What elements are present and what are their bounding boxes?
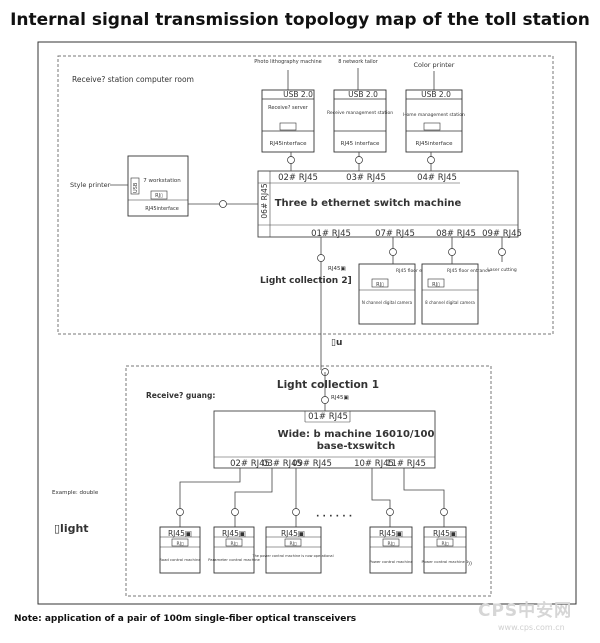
switch-port-label: 02# RJ45 xyxy=(230,459,270,469)
lane-device-name: Power control machine xyxy=(369,559,413,564)
lane-port-icon: RJ▯ xyxy=(290,541,297,547)
device-head-label: Color printer xyxy=(414,61,455,69)
lane-port-label: RJ45▣ xyxy=(433,529,457,538)
lane-port-icon: RJ▯ xyxy=(177,541,184,547)
tail-mark: )) xyxy=(468,561,472,567)
collection1-label: Light collection 1 xyxy=(277,379,379,391)
example-label: Example: double xyxy=(52,490,99,496)
receive-server-device: USB 2.0 Receive? server RJ45interface xyxy=(261,89,315,153)
switch-port-label: 03# RJ45 xyxy=(346,173,386,183)
lane-device-name: Parameter control machine xyxy=(208,557,260,562)
lane-port-icon: RJ▯ xyxy=(388,541,395,547)
switch-port-label: 11# RJ45 xyxy=(386,459,426,469)
link-marker xyxy=(176,508,448,516)
switch-port-label: 09# RJ45 xyxy=(482,229,522,239)
device-head-label: 8 network tailor xyxy=(338,59,379,65)
lane-device-name: Power control machine 1 xyxy=(422,559,470,564)
switch-port-label: 07# RJ45 xyxy=(375,229,415,239)
switch-port-label: 02# RJ45 xyxy=(278,173,318,183)
camera-desc: N channel digital camera xyxy=(362,300,413,305)
camera-port-icon: RJ▯ xyxy=(432,282,440,288)
ellipsis-label: · · · · · · xyxy=(316,512,352,522)
lane-device: RJ45▣ RJ▯ The power control machine is n… xyxy=(251,526,334,574)
usb-label: USB 2.0 xyxy=(421,90,451,99)
camera-port-icon: RJ▯ xyxy=(376,282,384,288)
lane-port-label: RJ45▣ xyxy=(222,529,246,538)
link-marker xyxy=(287,156,435,164)
watermark-url: www.cps.com.cn xyxy=(498,623,565,632)
lane-device: RJ45▣ RJ▯ Road control machine xyxy=(159,526,201,574)
camera-name: RJ45 floor entrance xyxy=(447,268,491,274)
lane-port-icon: RJ▯ xyxy=(442,541,449,547)
port-label: RJ45interface xyxy=(416,141,454,147)
switch-name: Wide: b machine 16010/100 xyxy=(278,429,435,440)
device-name: Receive management station xyxy=(327,110,393,116)
camera-device: RJ45 floor entrance RJ▯ N channel digita… xyxy=(358,263,440,325)
lane-device: RJ45▣ RJ▯ Power control machine 1 xyxy=(422,526,470,574)
switch-port-label: 09# RJ45 xyxy=(292,459,332,469)
workstation-usb: USB xyxy=(133,182,139,193)
home-management-device: USB 2.0 Home management station RJ45inte… xyxy=(403,89,465,153)
workstation-device: USB 7 workstation RJ▯ RJ45interface xyxy=(127,155,189,217)
link-marker xyxy=(321,396,329,404)
footnote: Note: application of a pair of 100m sing… xyxy=(14,614,357,624)
device-head-label: Photo lithography machine xyxy=(254,59,322,65)
lane-device: RJ45▣ RJ▯ Power control machine xyxy=(369,526,413,574)
lane-port-icon: RJ▯ xyxy=(231,541,238,547)
wide-switch: 01# RJ45 Wide: b machine 16010/100 base-… xyxy=(213,410,436,469)
computer-room-area xyxy=(57,55,554,335)
switch-port-label: 06# RJ45 xyxy=(260,183,269,218)
camera-desc: 8 channel digital camera xyxy=(425,300,475,305)
ethernet-switch-three: 02# RJ45 03# RJ45 04# RJ45 06# RJ45 Thre… xyxy=(257,170,522,239)
camera-device: RJ45 floor entrance RJ▯ 8 channel digita… xyxy=(421,263,491,325)
diagram-title: Internal signal transmission topology ma… xyxy=(10,10,590,30)
workstation-port-icon: RJ▯ xyxy=(155,193,163,199)
fiber-rj45-label: RJ45▣ xyxy=(331,395,349,401)
lane-device-name: The power control machine is now operati… xyxy=(251,554,333,558)
fiber-label: ▯u xyxy=(331,338,342,348)
switch-port-label: 01# RJ45 xyxy=(308,412,348,422)
usb-label: USB 2.0 xyxy=(283,90,313,99)
style-printer-label: Style printer xyxy=(70,181,111,189)
switch-name: base-txswitch xyxy=(317,441,395,452)
receive-management-device: USB 2.0 Receive management station RJ45 … xyxy=(327,89,393,153)
lane-device: RJ45▣ RJ▯ Parameter control machine xyxy=(208,526,260,574)
collection-area xyxy=(125,365,492,597)
light-label: ▯light xyxy=(54,522,89,535)
link-marker xyxy=(219,200,227,208)
switch-name: Three b ethernet switch machine xyxy=(275,198,462,209)
fiber-rj45-label: RJ45▣ xyxy=(328,266,346,272)
camera-name: RJ45 floor entrance xyxy=(396,268,440,274)
guang-label: Receive? guang: xyxy=(146,391,215,400)
workstation-name: 7 workstation xyxy=(143,178,181,184)
lane-device-name: Road control machine xyxy=(159,557,201,562)
lane-port-label: RJ45▣ xyxy=(281,529,305,538)
switch-port-label: 03# RJ45 xyxy=(262,459,302,469)
watermark-logo: CPS中安网 xyxy=(478,601,573,621)
device-name: Receive? server xyxy=(268,105,309,111)
port-label: RJ45interface xyxy=(270,141,308,147)
device-name: Home management station xyxy=(403,112,465,118)
usb-label: USB 2.0 xyxy=(348,90,378,99)
switch-port-label: 04# RJ45 xyxy=(417,173,457,183)
lane-port-label: RJ45▣ xyxy=(168,529,192,538)
connector-lines xyxy=(179,468,445,527)
workstation-port: RJ45interface xyxy=(145,206,179,212)
lane-port-label: RJ45▣ xyxy=(379,529,403,538)
computer-room-label: Receive? station computer room xyxy=(72,75,194,84)
outer-frame xyxy=(37,41,577,605)
switch-port-label: 10# RJ45 xyxy=(354,459,394,469)
collection2-label: Light collection 2] xyxy=(260,276,352,286)
port-label: RJ45 interface xyxy=(341,141,380,147)
laser-cutting-label: Laser cutting xyxy=(487,267,517,273)
switch-port-label: 08# RJ45 xyxy=(436,229,476,239)
switch-port-label: 01# RJ45 xyxy=(311,229,351,239)
